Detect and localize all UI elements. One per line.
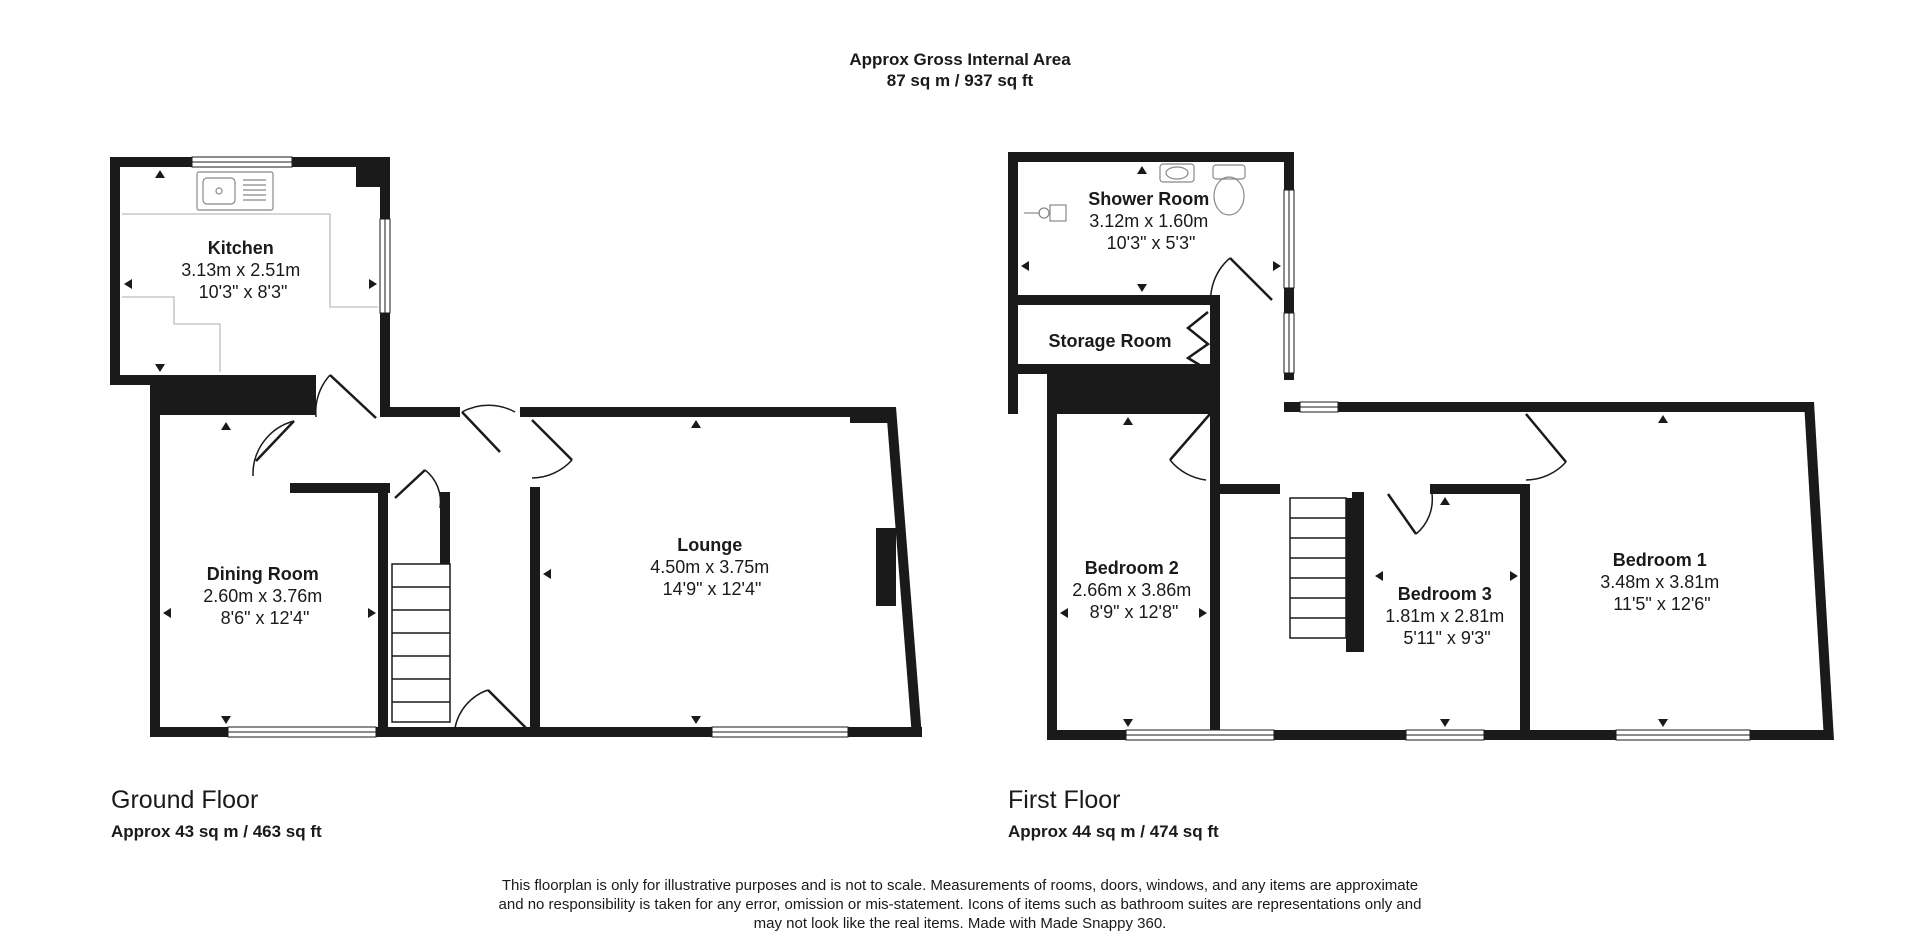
svg-text:Bedroom 3 1.81m x 2.81m: Bedroom 3 1.81m x 2.81m 5'11" x 9'3" [1385,584,1509,648]
header: Approx Gross Internal Area 87 sq m / 937… [0,49,1920,91]
shower-room-name: Shower Room [1088,189,1209,209]
header-area: 87 sq m / 937 sq ft [886,71,1034,90]
bedroom-1-metric: 3.48m x 3.81m [1600,572,1719,592]
sink-icon [196,171,274,211]
bedroom-3-imperial: 5'11" x 9'3" [1403,628,1490,648]
first-floor-plan: Shower Room 3.12m x 1.60m 10'3" x 5'3" S… [1008,152,1834,741]
bedroom-2-name: Bedroom 2 [1085,558,1179,578]
disclaimer: This floorplan is only for illustrative … [460,876,1460,933]
svg-text:Storage Room: Storage Room [1048,331,1171,351]
svg-text:Bedroom 2 2.66m x 3.86m: Bedroom 2 2.66m x 3.86m 8'9" x 12'8" [1072,558,1196,622]
storage-room-name: Storage Room [1048,331,1171,351]
bedroom-3-name: Bedroom 3 [1398,584,1492,604]
shower-icon [1024,204,1067,222]
disclaimer-line-3: may not look like the real items. Made w… [753,915,1167,932]
bedroom-2-metric: 2.66m x 3.86m [1072,580,1191,600]
kitchen-imperial: 10'3" x 8'3" [199,282,288,302]
ground-floor-plan: Kitchen 3.13m x 2.51m 10'3" x 8'3" Dinin… [110,156,922,738]
kitchen-name: Kitchen [208,238,274,258]
shower-room-metric: 3.12m x 1.60m [1089,211,1208,231]
svg-text:Dining Room 2.60m x 3.76: Dining Room 2.60m x 3.76m 8'6" x 12'4" [203,564,327,628]
lounge-metric: 4.50m x 3.75m [650,557,769,577]
lounge-imperial: 14'9" x 12'4" [663,579,762,599]
bedroom-1-name: Bedroom 1 [1613,550,1707,570]
first-floor-title: First Floor [1008,786,1121,814]
svg-text:Lounge 4.50m x 3.75m: Lounge 4.50m x 3.75m 14'9" x 12'4" [650,535,774,599]
dining-room-name: Dining Room [207,564,319,584]
ground-floor-windows [191,156,849,738]
bedroom-2-imperial: 8'9" x 12'8" [1090,602,1179,622]
lounge-name: Lounge [677,535,742,555]
disclaimer-line-2: and no responsibility is taken for any e… [498,896,1422,913]
disclaimer-line-1: This floorplan is only for illustrative … [501,877,1419,894]
bedroom-3-metric: 1.81m x 2.81m [1385,606,1504,626]
first-floor-stairs [1289,497,1347,639]
storage-bifold-door [1185,311,1211,372]
svg-text:Bedroom 1 3.48m x 3.81m: Bedroom 1 3.48m x 3.81m 11'5" x 12'6" [1600,550,1724,614]
ground-floor-title: Ground Floor [111,786,259,814]
first-floor-windows [1125,189,1751,741]
basin-icon [1159,163,1195,183]
toilet-icon [1212,164,1246,216]
kitchen-worktop [122,213,378,372]
first-floor-area: Approx 44 sq m / 474 sq ft [1008,822,1219,841]
bedroom-1-imperial: 11'5" x 12'6" [1613,594,1710,614]
first-floor-dimension-markers [1021,166,1668,727]
ground-floor-area: Approx 43 sq m / 463 sq ft [111,822,322,841]
header-title: Approx Gross Internal Area [849,50,1071,69]
first-floor-doors [1169,257,1567,535]
ground-floor-doors [252,374,573,731]
shower-room-imperial: 10'3" x 5'3" [1107,233,1196,253]
dining-room-metric: 2.60m x 3.76m [203,586,322,606]
dining-room-imperial: 8'6" x 12'4" [221,608,310,628]
ground-floor-dimension-markers [124,170,701,724]
svg-text:Kitchen 3.13m x 2.51m: Kitchen 3.13m x 2.51m 10'3" x 8'3" [181,238,305,302]
svg-text:Shower Room 3.12m x 1.60: Shower Room 3.12m x 1.60m 10'3" x 5'3" [1088,189,1213,253]
kitchen-metric: 3.13m x 2.51m [181,260,300,280]
stair-wall [1346,498,1352,652]
ground-floor-stairs [391,563,451,723]
